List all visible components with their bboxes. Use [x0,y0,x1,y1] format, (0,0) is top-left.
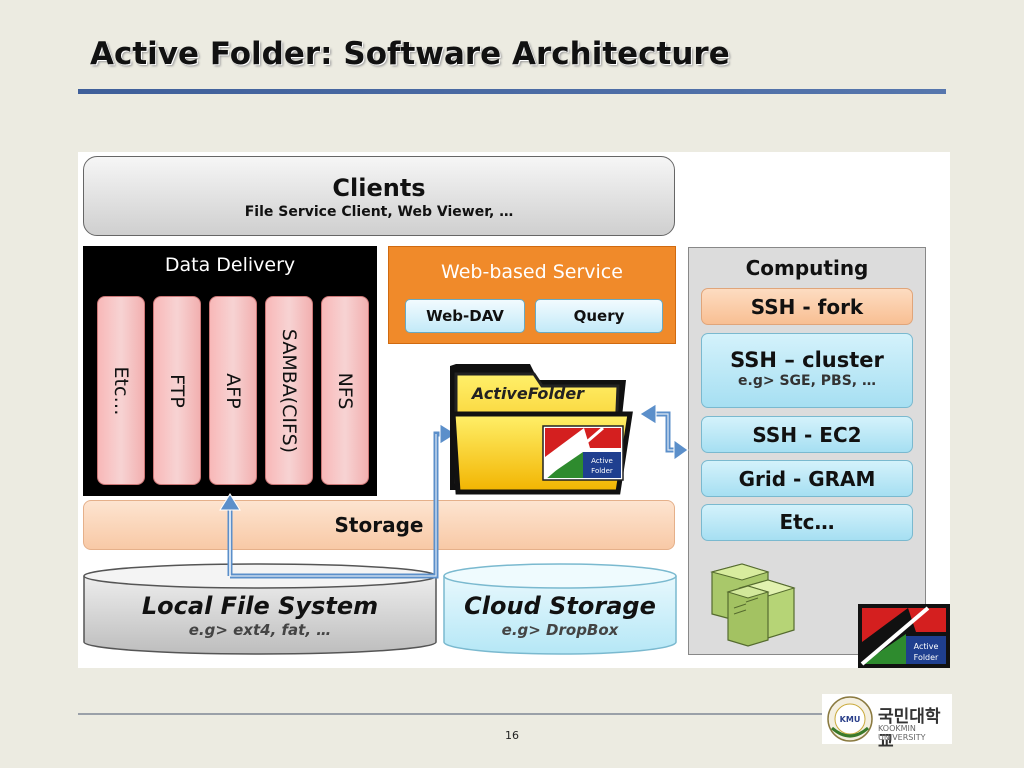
storage-bar: Storage [83,500,675,550]
protocol-etc: Etc… [97,296,145,485]
computing-link-arrow [639,403,689,461]
computing-box: Computing SSH - fork SSH – cluster e.g> … [688,247,926,655]
computing-item-ssh-fork: SSH - fork [701,288,913,325]
computing-item-ssh-ec2: SSH - EC2 [701,416,913,453]
webdav-box: Web-DAV [405,299,525,333]
protocol-samba: SAMBA(CIFS) [265,296,313,485]
computing-item-grid-gram: Grid - GRAM [701,460,913,497]
active-folder-icon: ActiveFolder Active Folder [450,364,633,495]
protocol-ftp: FTP [153,296,201,485]
university-name-korean: 국민대학교 [878,707,941,752]
logo-large-text-line2: Folder [914,653,939,662]
local-fs-title: Local File System [142,592,378,620]
data-delivery-box: Data Delivery Etc… FTP AFP SAMBA(CIFS) N… [83,246,377,496]
query-box: Query [535,299,663,333]
footer-divider [78,713,822,715]
server-icon [710,563,796,647]
emblem-text: KMU [840,715,861,724]
logo-text-line1: Active [591,457,613,465]
active-folder-label: ActiveFolder [470,384,585,403]
web-service-header: Web-based Service [441,261,623,283]
logo-text-line2: Folder [591,467,613,475]
clients-title: Clients [332,174,426,202]
computing-header: Computing [745,256,869,280]
title-divider [78,89,946,94]
computing-item-subtitle: e.g> SGE, PBS, … [738,373,876,389]
computing-item-etc: Etc… [701,504,913,541]
diagram-graphics: Local File System e.g> ext4, fat, … Clou… [83,364,950,668]
cloud-storage-title: Cloud Storage [464,592,656,620]
protocol-nfs: NFS [321,296,369,485]
computing-item-title: SSH – cluster [730,348,884,372]
architecture-diagram: Clients File Service Client, Web Viewer,… [78,152,950,668]
computing-item-ssh-cluster: SSH – cluster e.g> SGE, PBS, … [701,333,913,408]
university-name-english: KOOKMIN UNIVERSITY [878,724,926,742]
cloud-storage-cylinder: Cloud Storage e.g> DropBox [443,563,677,655]
local-fs-subtitle: e.g> ext4, fat, … [189,621,332,639]
clients-box: Clients File Service Client, Web Viewer,… [83,156,675,236]
data-flow-arrow [219,423,457,579]
cloud-storage-subtitle: e.g> DropBox [502,621,620,639]
local-file-system-cylinder: Local File System e.g> ext4, fat, … [83,563,437,655]
logo-large-text-line1: Active [914,642,939,651]
slide-title: Active Folder: Software Architecture [90,36,730,72]
page-number: 16 [505,729,519,742]
protocol-afp: AFP [209,296,257,485]
active-folder-logo: Active Folder [542,425,624,481]
data-delivery-header: Data Delivery [164,254,296,276]
web-service-box: Web-based Service Web-DAV Query [388,246,676,344]
university-emblem-icon: KMU [827,696,873,742]
active-folder-logo-large: Active Folder [858,604,950,668]
university-logo: KMU 국민대학교 KOOKMIN UNIVERSITY [822,694,952,752]
clients-subtitle: File Service Client, Web Viewer, … [244,204,514,220]
